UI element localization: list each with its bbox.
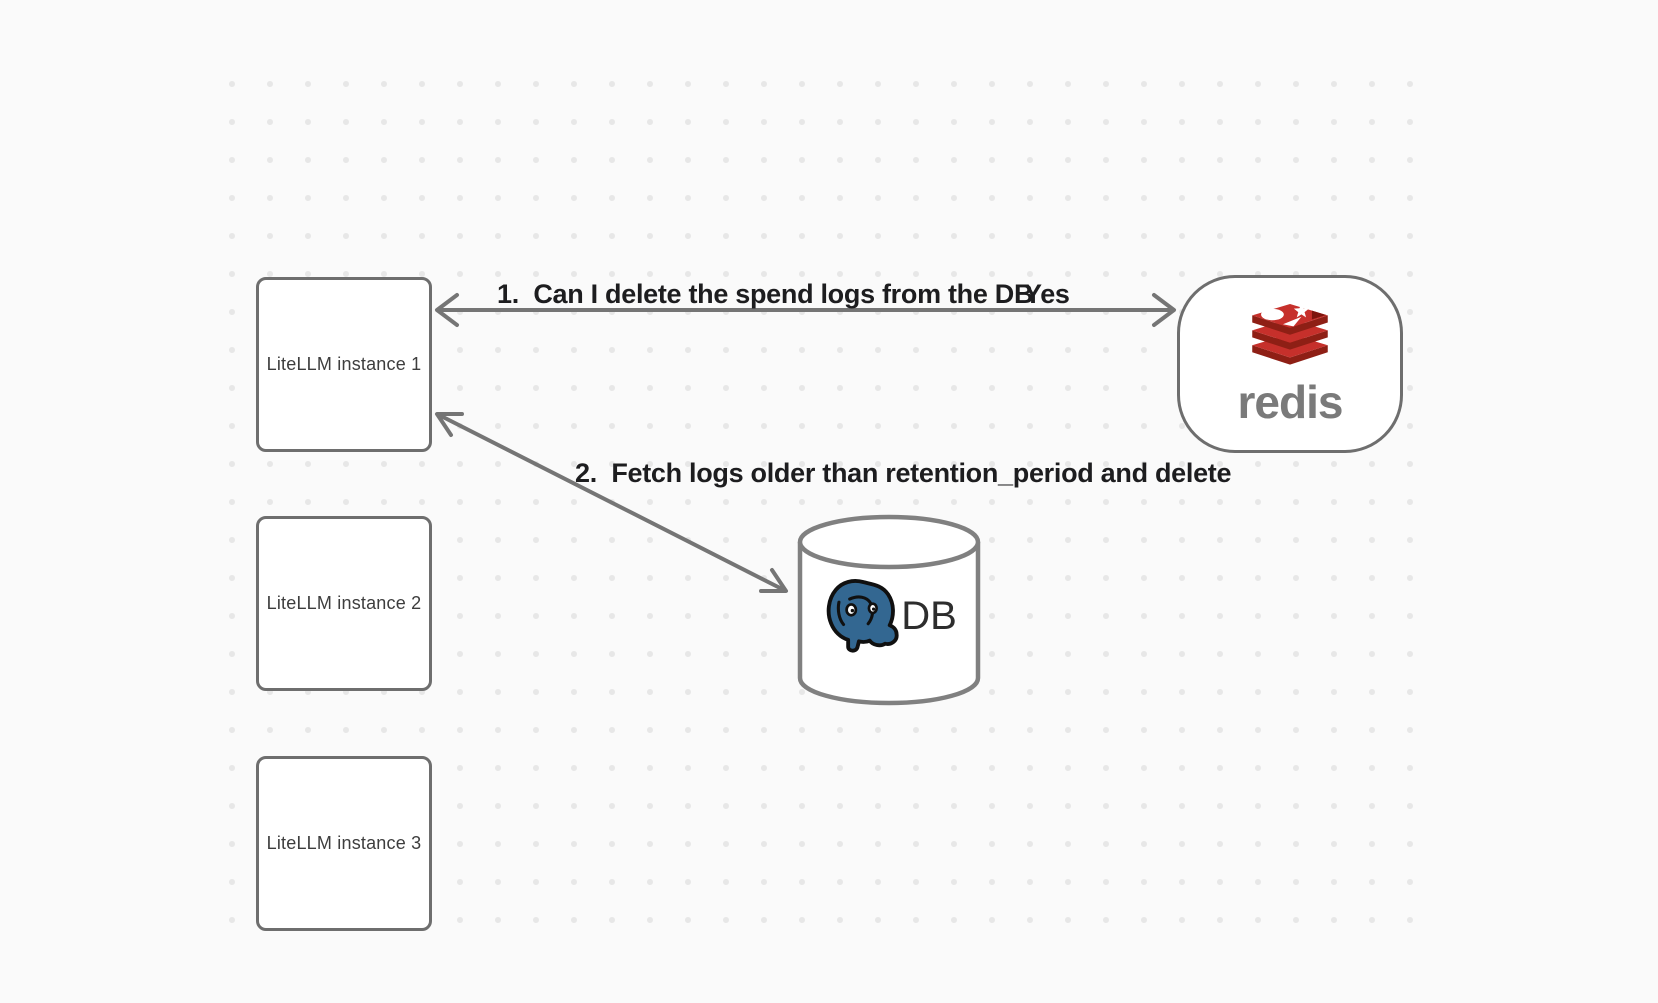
redis-wordmark: redis bbox=[1237, 375, 1344, 428]
db-label: DB bbox=[901, 594, 957, 638]
node-redis[interactable]: redis bbox=[1177, 275, 1403, 453]
edge-label-yes-response: Yes bbox=[1024, 279, 1070, 309]
edge-label-delete-question: 1. Can I delete the spend logs from the … bbox=[497, 279, 1034, 309]
node-litellm-instance-3-label: LiteLLM instance 3 bbox=[266, 833, 422, 853]
node-litellm-instance-2-label: LiteLLM instance 2 bbox=[266, 593, 422, 613]
redis-stack-icon bbox=[1252, 303, 1328, 365]
node-litellm-instance-3[interactable]: LiteLLM instance 3 bbox=[256, 756, 432, 931]
node-litellm-instance-2[interactable]: LiteLLM instance 2 bbox=[256, 516, 432, 691]
postgres-elephant-icon bbox=[826, 579, 899, 653]
node-litellm-instance-1[interactable]: LiteLLM instance 1 bbox=[256, 277, 432, 452]
node-litellm-instance-1-label: LiteLLM instance 1 bbox=[266, 354, 422, 374]
database-label-group: DB bbox=[806, 576, 972, 656]
edge-label-fetch-delete: 2. Fetch logs older than retention_perio… bbox=[575, 458, 1232, 488]
